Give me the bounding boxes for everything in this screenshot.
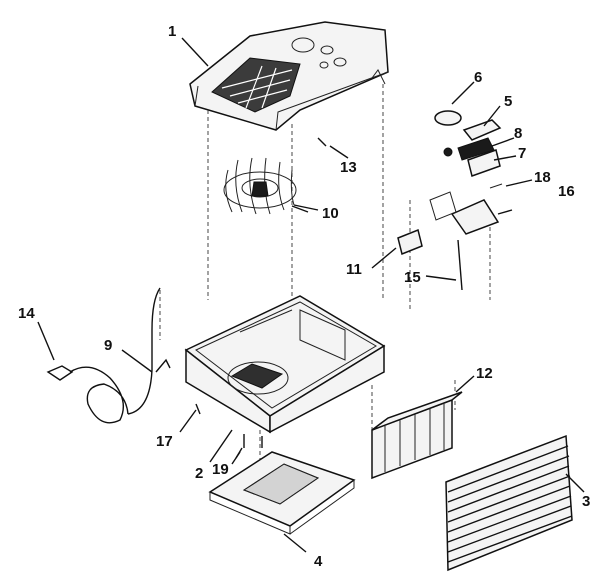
base-pan: [184, 295, 386, 434]
label-part-8: 8: [514, 125, 522, 142]
power-cord: [46, 287, 171, 424]
label-part-15: 15: [404, 269, 421, 286]
label-part-18: 18: [534, 169, 551, 186]
label-part-9: 9: [104, 337, 112, 354]
label-part-16: 16: [558, 183, 575, 200]
label-part-19: 19: [212, 461, 229, 478]
label-part-13: 13: [340, 159, 357, 176]
label-part-2: 2: [195, 465, 203, 482]
assembly-guides: [159, 84, 491, 470]
drip-tray: [208, 451, 356, 535]
part-labels: 1 2 3 4 5 6 7 8 9 10 11 12 13 14 15 16 1…: [18, 23, 590, 570]
label-part-5: 5: [504, 93, 512, 110]
label-part-1: 1: [168, 23, 176, 40]
label-part-4: 4: [314, 553, 323, 570]
filter-box: [371, 391, 463, 480]
label-part-7: 7: [518, 145, 526, 162]
label-part-12: 12: [476, 365, 493, 382]
label-part-11: 11: [346, 261, 362, 278]
front-panel: [445, 434, 573, 572]
label-part-3: 3: [582, 493, 590, 510]
control-assembly: [397, 110, 513, 291]
label-part-6: 6: [474, 69, 482, 86]
leader-lines: [37, 37, 585, 553]
label-part-17: 17: [156, 433, 173, 450]
label-part-10: 10: [322, 205, 339, 222]
top-cover: [189, 21, 389, 131]
fan-blade: [223, 157, 319, 215]
label-part-14: 14: [18, 305, 35, 322]
